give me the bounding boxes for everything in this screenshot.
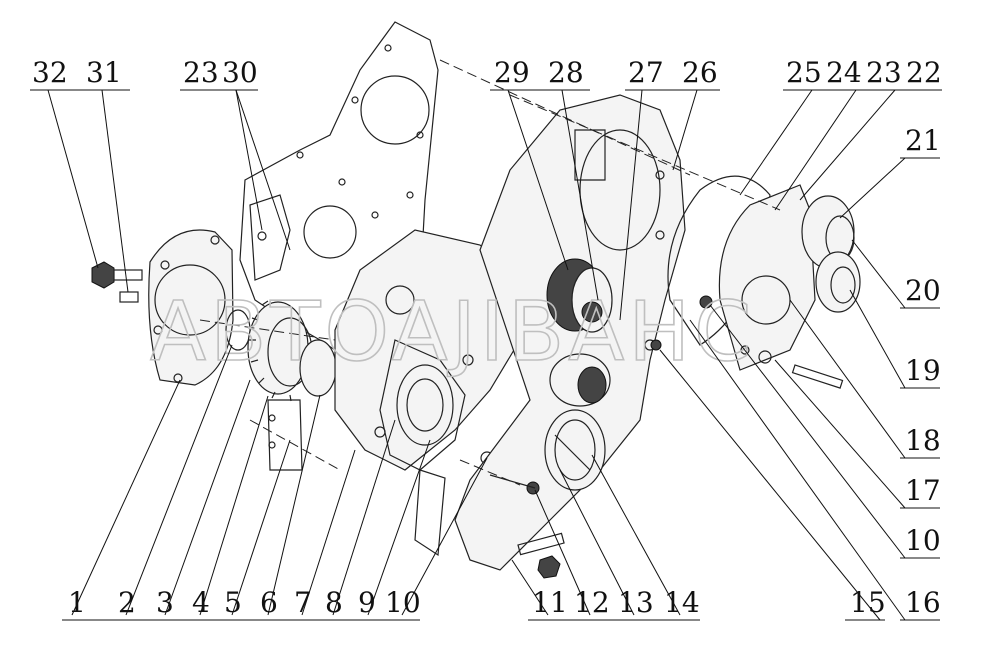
callout-27: 27 — [628, 56, 664, 89]
callout-10-right: 10 — [905, 524, 941, 557]
alignment-lines — [199, 59, 781, 486]
callout-32: 32 — [32, 56, 68, 89]
callout-26: 26 — [682, 56, 718, 89]
callout-4: 4 — [192, 586, 210, 619]
callout-11: 11 — [532, 586, 568, 619]
callout-17: 17 — [905, 474, 941, 507]
callout-20: 20 — [905, 274, 941, 307]
idler-pulley — [549, 353, 611, 407]
front-cover-right — [718, 184, 816, 371]
callout-25: 25 — [786, 56, 822, 89]
callout-3: 3 — [156, 586, 174, 619]
callout-23-left: 23 — [183, 56, 219, 89]
gear-assembly — [225, 300, 337, 471]
parts-drawing — [91, 21, 861, 579]
callout-2: 2 — [118, 586, 136, 619]
callout-12: 12 — [574, 586, 610, 619]
callout-31: 31 — [86, 56, 122, 89]
callout-13: 13 — [618, 586, 654, 619]
callout-7: 7 — [294, 586, 312, 619]
callout-underlines — [30, 89, 942, 621]
callout-22: 22 — [906, 56, 942, 89]
callout-10: 10 — [385, 586, 421, 619]
callout-21: 21 — [905, 124, 941, 157]
front-cover-left — [148, 229, 234, 386]
callout-28: 28 — [548, 56, 584, 89]
callout-24: 24 — [826, 56, 862, 89]
callout-30: 30 — [222, 56, 258, 89]
callout-1: 1 — [68, 586, 86, 619]
seal-13-14 — [544, 409, 606, 491]
pump-housing — [334, 229, 521, 557]
callout-15: 15 — [850, 586, 886, 619]
leader-lines — [47, 89, 906, 621]
callout-18: 18 — [905, 424, 941, 457]
callouts-bottom: 1 2 3 4 5 6 7 8 9 10 11 12 13 14 — [68, 586, 700, 619]
callout-8: 8 — [325, 586, 343, 619]
callout-19: 19 — [905, 354, 941, 387]
callouts-right: 21 20 19 18 17 10 16 15 — [850, 124, 941, 619]
tensioner-29 — [546, 258, 613, 333]
callout-9: 9 — [358, 586, 376, 619]
callout-5: 5 — [224, 586, 242, 619]
callout-16: 16 — [905, 586, 941, 619]
callout-14: 14 — [664, 586, 700, 619]
callout-23-right: 23 — [866, 56, 902, 89]
bolts-right — [650, 295, 844, 389]
callout-6: 6 — [260, 586, 278, 619]
bolt-32 — [91, 261, 143, 303]
callouts-top: 32 31 23 30 29 28 27 26 25 24 23 22 — [32, 56, 942, 89]
callout-29: 29 — [494, 56, 530, 89]
watermark-text: ABTOAJIBAHC — [150, 285, 755, 380]
pulley-assembly — [801, 195, 861, 313]
bolts-lower — [489, 474, 565, 579]
rear-housing — [454, 94, 686, 571]
